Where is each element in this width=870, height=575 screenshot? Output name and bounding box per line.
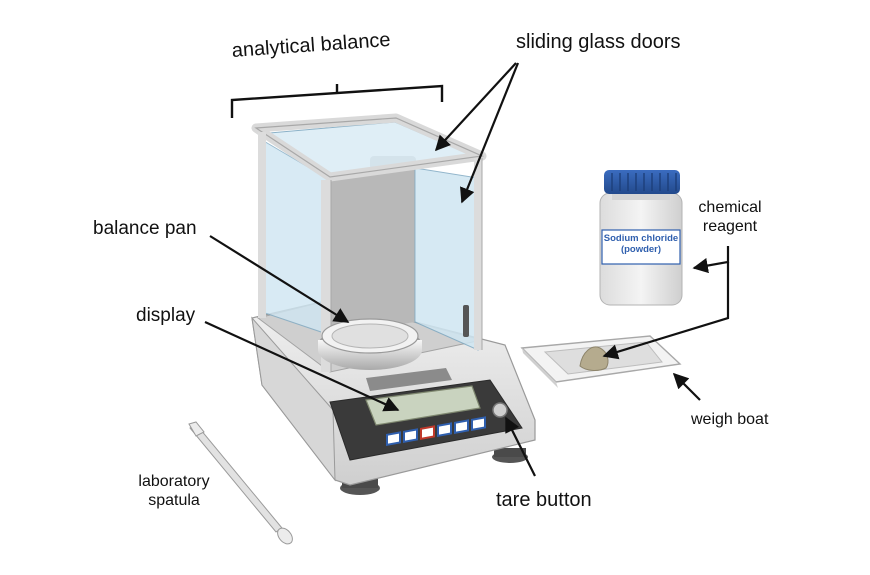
pointer-lines [204, 62, 730, 477]
arrow-display [204, 320, 400, 412]
arrow-tare-button [505, 416, 536, 477]
analytical-balance-bracket [230, 84, 444, 118]
weigh-boat [520, 335, 682, 388]
tare-button-shape [492, 402, 508, 418]
keypad [386, 416, 486, 446]
arrow-balance-pan [209, 235, 350, 323]
label-laboratory-spatula: laboratory spatula [128, 472, 220, 510]
jar-label [601, 229, 681, 265]
arrow-weigh-boat [672, 372, 701, 401]
label-laboratory-spatula-line2: spatula [148, 492, 200, 510]
arrow-glass-door-2 [460, 62, 520, 204]
display-screen [365, 385, 481, 426]
label-sliding-glass-doors: sliding glass doors [516, 31, 681, 53]
laboratory-spatula-shape [188, 421, 293, 545]
label-weigh-boat: weigh boat [691, 411, 769, 428]
arrow-glass-door-1 [434, 62, 517, 152]
arrow-reagent-powder [602, 262, 730, 360]
jar-label-line2: (powder) [620, 243, 662, 255]
jar-cap [604, 170, 680, 194]
label-chemical-reagent-line2: reagent [702, 218, 758, 236]
label-tare-button: tare button [496, 489, 592, 511]
door-handle [463, 305, 469, 337]
reagent-jar [599, 170, 683, 306]
label-chemical-reagent: chemical reagent [690, 198, 770, 236]
label-chemical-reagent-line1: chemical [698, 199, 762, 216]
arrow-reagent-jar [692, 246, 730, 274]
jar-label-line1: Sodium chloride [603, 233, 679, 244]
jar-label-text: Sodium chloride (powder) [602, 233, 680, 256]
label-balance-pan: balance pan [93, 218, 197, 239]
analytical-balance [251, 113, 536, 495]
balance-pan-shape [318, 318, 422, 370]
label-laboratory-spatula-line1: laboratory [138, 473, 210, 490]
label-display: display [136, 305, 196, 326]
